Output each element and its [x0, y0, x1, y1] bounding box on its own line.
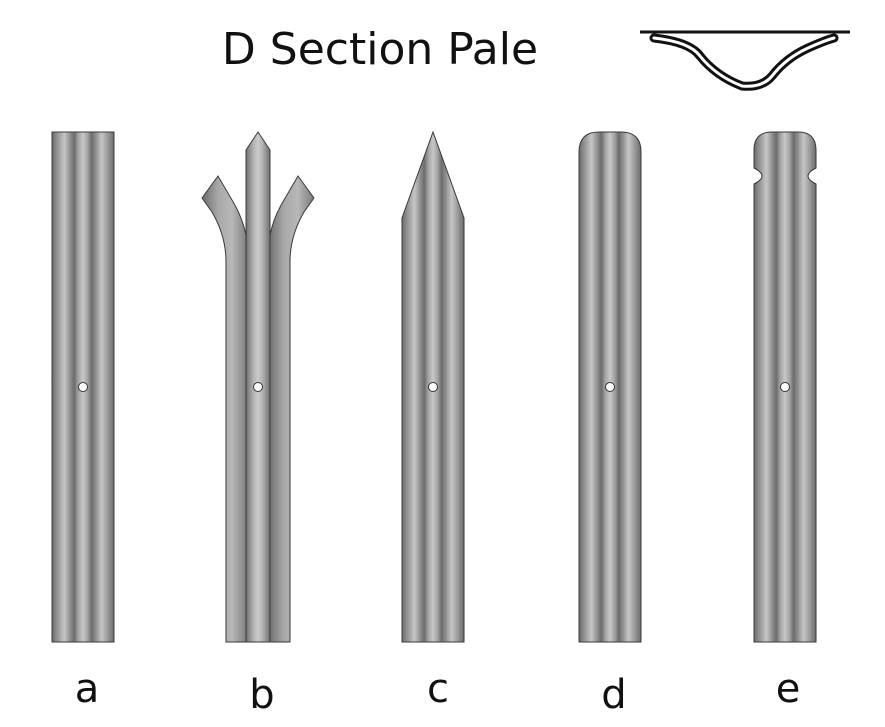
- d-section-profile-icon: [640, 30, 850, 91]
- pale-a: [51, 131, 115, 643]
- pale-label-b: b: [249, 672, 274, 718]
- pale-c: [401, 130, 465, 643]
- pale-label-a: a: [75, 666, 100, 712]
- fixing-hole: [253, 382, 263, 392]
- pale-label-d: d: [601, 672, 626, 718]
- pale-b: [201, 131, 315, 643]
- page-title: D Section Pale: [222, 24, 538, 75]
- fixing-hole: [78, 382, 88, 392]
- pale-d: [578, 131, 642, 643]
- fixing-hole: [605, 382, 615, 392]
- fixing-hole: [780, 382, 790, 392]
- pale-e: [753, 131, 817, 643]
- pale-label-e: e: [776, 666, 801, 712]
- pale-label-c: c: [427, 666, 449, 712]
- fixing-hole: [428, 382, 438, 392]
